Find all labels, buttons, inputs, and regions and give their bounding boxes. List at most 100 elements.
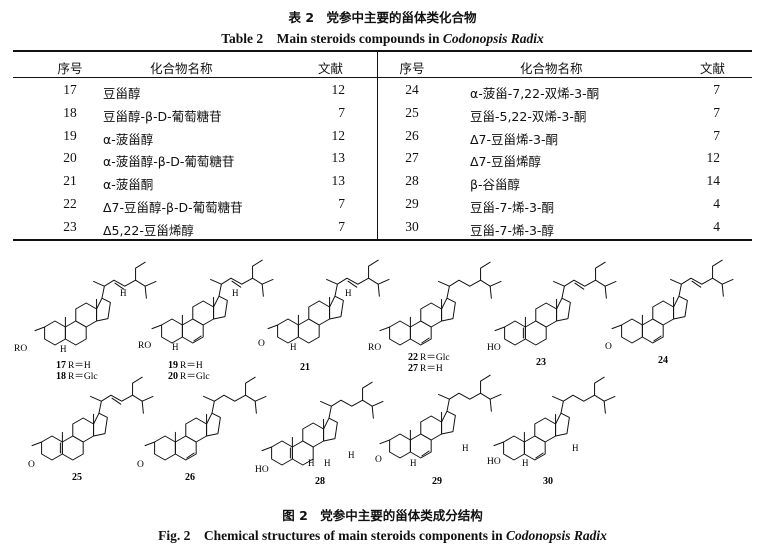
mol-28-ethyl — [362, 381, 373, 401]
row-reference: 12 — [331, 127, 346, 143]
label-20: 20 — [168, 371, 178, 382]
label-23-ho: HO — [487, 343, 501, 353]
mol-24-iso-a — [721, 278, 734, 285]
mol-25-ring-c — [72, 417, 95, 443]
header-no-left: 序号 — [57, 61, 83, 76]
table-caption-en-italic: Codonopsis Radix — [442, 31, 544, 46]
row-no: 17 — [63, 82, 77, 97]
row-no: 23 — [63, 218, 77, 234]
mol-23-iso-b — [604, 285, 607, 299]
mol-28-iso-b — [371, 405, 374, 419]
header-no-right: 序号 — [399, 61, 425, 76]
label-24: 24 — [658, 355, 668, 366]
table-bottom-rule — [13, 239, 752, 241]
header-name-right: 化合物名称 — [520, 61, 583, 76]
mol-30-methyl-21 — [552, 395, 564, 402]
mol-30-c3-bond — [493, 441, 505, 447]
mol-19-c3-bond — [151, 324, 163, 330]
mol-22-ring-d — [441, 297, 456, 322]
mol-23-ethyl — [595, 261, 606, 281]
table-column-divider — [377, 51, 378, 239]
label-19-20-ro: RO — [138, 341, 151, 351]
mol-19-ethyl — [252, 259, 263, 279]
h-29-c14: H — [462, 443, 469, 453]
h-28-c9: H — [308, 458, 315, 468]
row-reference: 4 — [713, 196, 720, 211]
label-18: 18 — [56, 371, 66, 382]
mol-26-iso-b — [254, 400, 257, 414]
label-28-ho: HO — [255, 465, 269, 475]
mol-21-ethyl — [368, 259, 379, 279]
mol-29-ring-d — [441, 410, 456, 435]
mol-19-double-bond-22 — [231, 280, 242, 288]
mol-26-iso-a — [254, 395, 267, 402]
label-22-27-ro: RO — [368, 343, 381, 353]
mol-22-c3-bond — [379, 326, 391, 332]
mol-24-ring-b — [641, 318, 664, 344]
label-19-sub: R＝H — [180, 361, 203, 371]
mol-24-iso-b — [721, 283, 724, 297]
mol-21-double-bond-22 — [347, 280, 358, 288]
figure-caption-en: Fig. 2 Chemical structures of main stero… — [0, 524, 765, 544]
table-caption-en: Table 2 Main steroids compounds in Codon… — [0, 27, 765, 47]
mol-30-iso-b — [603, 400, 606, 414]
mol-29-ring-a — [389, 433, 411, 459]
row-no: 24 — [405, 82, 419, 97]
mol-24-side-chain — [678, 277, 723, 297]
label-19: 19 — [168, 360, 178, 371]
mol-30-ethyl — [594, 376, 605, 396]
mol-23-side-chain — [561, 279, 606, 299]
mol-19-methyl-21 — [210, 278, 222, 285]
mol-29-ring-b — [409, 433, 432, 459]
mol-17-ethyl — [135, 261, 146, 281]
mol-21-ring-a — [277, 318, 299, 344]
header-ref-left: 文献 — [318, 61, 344, 76]
row-reference: 7 — [713, 104, 720, 120]
mol-21-methyl-21 — [326, 278, 338, 285]
label-26-oxo: O — [137, 460, 144, 470]
label-29-oxo: O — [375, 455, 382, 465]
row-no: 20 — [63, 150, 77, 166]
label-22-sub: R＝Glc — [420, 353, 450, 363]
label-25-oxo: O — [28, 460, 35, 470]
mol-23-c3-bond — [494, 326, 506, 332]
row-compound-name: 豆甾-7-烯-3-酮 — [470, 200, 554, 215]
header-ref-right: 文献 — [700, 61, 726, 76]
mol-26-ring-b — [174, 435, 197, 461]
label-22: 22 — [408, 352, 418, 363]
mol-25-ring-a — [41, 435, 63, 461]
mol-22-ring-b — [409, 320, 432, 346]
mol-28-c3-bond — [261, 446, 273, 452]
mol-21-ring-c — [308, 300, 331, 326]
mol-30-ring-b — [523, 435, 546, 461]
mol-26-double-bond-7 — [186, 452, 195, 459]
mol-19-ring-d — [213, 295, 228, 320]
mol-28-ring-a — [271, 440, 293, 466]
mol-24-double-bond-22 — [691, 280, 702, 288]
mol-22-side-chain — [446, 279, 491, 299]
row-compound-name: β-谷甾醇 — [470, 177, 520, 193]
mol-21-ring-b — [297, 318, 320, 344]
label-20-sub: R＝Glc — [180, 372, 210, 382]
mol-17-ring-c — [75, 302, 98, 328]
mol-22-double-bond-7 — [421, 337, 430, 344]
h-30-c5: H — [522, 458, 529, 468]
mol-26-ring-c — [185, 417, 208, 443]
mol-24-ring-a — [621, 318, 643, 344]
label-27-sub: R＝H — [420, 364, 443, 374]
row-no: 21 — [63, 173, 77, 189]
mol-25-ring-d — [93, 412, 108, 437]
row-compound-name: α-菠甾酮 — [103, 177, 154, 193]
figure-caption-cn: 图 2 党参中主要的甾体类成分结构 — [282, 508, 483, 523]
mol-25-methyl-21 — [90, 395, 102, 402]
mol-24-ring-d — [673, 295, 688, 320]
row-compound-name: 豆甾-7-烯-3-醇 — [470, 222, 554, 238]
mol-19-iso-a — [261, 278, 274, 285]
mol-29-ring-c — [420, 415, 443, 441]
row-reference: 4 — [713, 218, 720, 234]
mol-22-iso-b — [489, 285, 492, 299]
row-no: 25 — [405, 104, 419, 120]
mol-26-ethyl — [245, 376, 256, 396]
mol-30-side-chain — [560, 394, 605, 414]
mol-25-ring-b — [61, 435, 84, 461]
